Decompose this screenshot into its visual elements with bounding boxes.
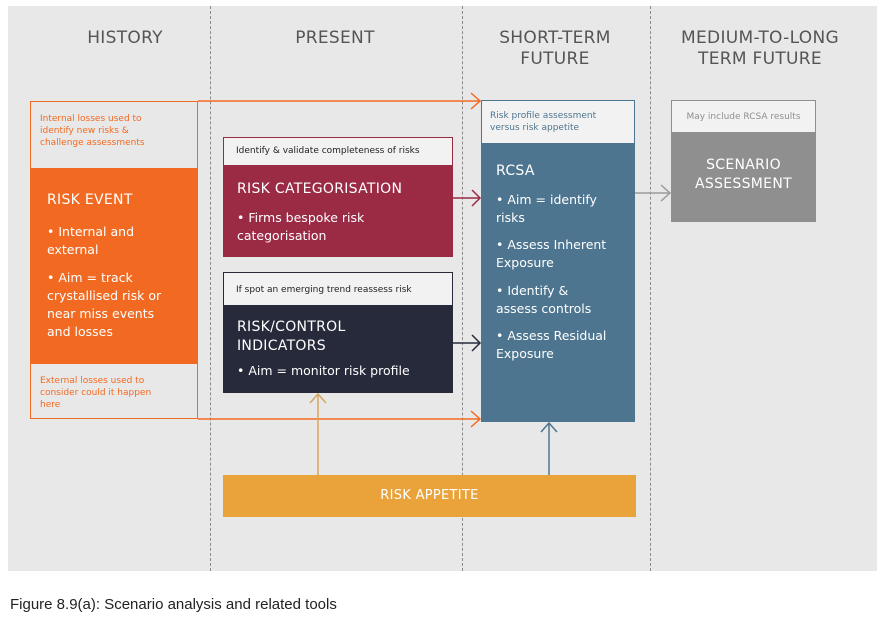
rcsa-bullet: • Aim = identify risks (496, 192, 597, 225)
risk-appetite-bar (223, 475, 636, 517)
indicators-title: RISK/CONTROL INDICATORS (237, 319, 346, 354)
categorisation-note: Identify & validate completeness of risk… (236, 146, 420, 156)
arrowhead (471, 334, 482, 352)
rcsa-bullet: • Assess Inherent Exposure (496, 237, 607, 270)
categorisation-box (223, 165, 453, 257)
scenario-note: May include RCSA results (686, 112, 801, 122)
categorisation-bullet: • Firms bespoke risk categorisation (237, 210, 365, 243)
arrowhead (470, 92, 482, 110)
column-heading-medium-long: MEDIUM-TO-LONG TERM FUTURE (681, 28, 839, 69)
arrowhead (471, 189, 482, 207)
rcsa-note: Risk profile assessment versus risk appe… (490, 111, 597, 133)
rcsa-bullet: • Identify & assess controls (496, 283, 592, 316)
categorisation-title: RISK CATEGORISATION (237, 181, 403, 197)
rcsa-bullet: • Assess Residual Exposure (496, 328, 607, 361)
rcsa-title: RCSA (496, 163, 535, 179)
indicators-note: If spot an emerging trend reassess risk (236, 285, 412, 295)
arrowhead (470, 410, 482, 428)
arrowhead (660, 184, 672, 202)
column-heading-history: HISTORY (87, 28, 163, 48)
scenario-title: SCENARIO ASSESSMENT (695, 157, 792, 192)
risk-event-box (30, 168, 198, 364)
indicators-box (223, 305, 453, 393)
arrowhead (309, 392, 327, 404)
risk-event-bullet: • Internal and external (47, 224, 135, 257)
risk-appetite-label: RISK APPETITE (380, 488, 479, 503)
column-heading-present: PRESENT (295, 28, 375, 48)
column-divider (210, 6, 211, 571)
risk-event-bullet: • Aim = track crystallised risk or near … (47, 270, 162, 339)
risk-event-top-note: Internal losses used to identify new ris… (40, 114, 145, 148)
column-divider (650, 6, 651, 571)
rcsa-box (481, 143, 635, 422)
indicators-bullet: • Aim = monitor risk profile (237, 363, 410, 378)
scenario-box (671, 132, 816, 222)
risk-event-title: RISK EVENT (47, 192, 133, 208)
column-heading-short-term: SHORT-TERM FUTURE (499, 28, 611, 69)
risk-event-bottom-note: External losses used to consider could i… (40, 376, 152, 410)
figure-caption: Figure 8.9(a): Scenario analysis and rel… (10, 596, 337, 613)
arrowhead (540, 421, 558, 433)
column-divider (462, 6, 463, 571)
